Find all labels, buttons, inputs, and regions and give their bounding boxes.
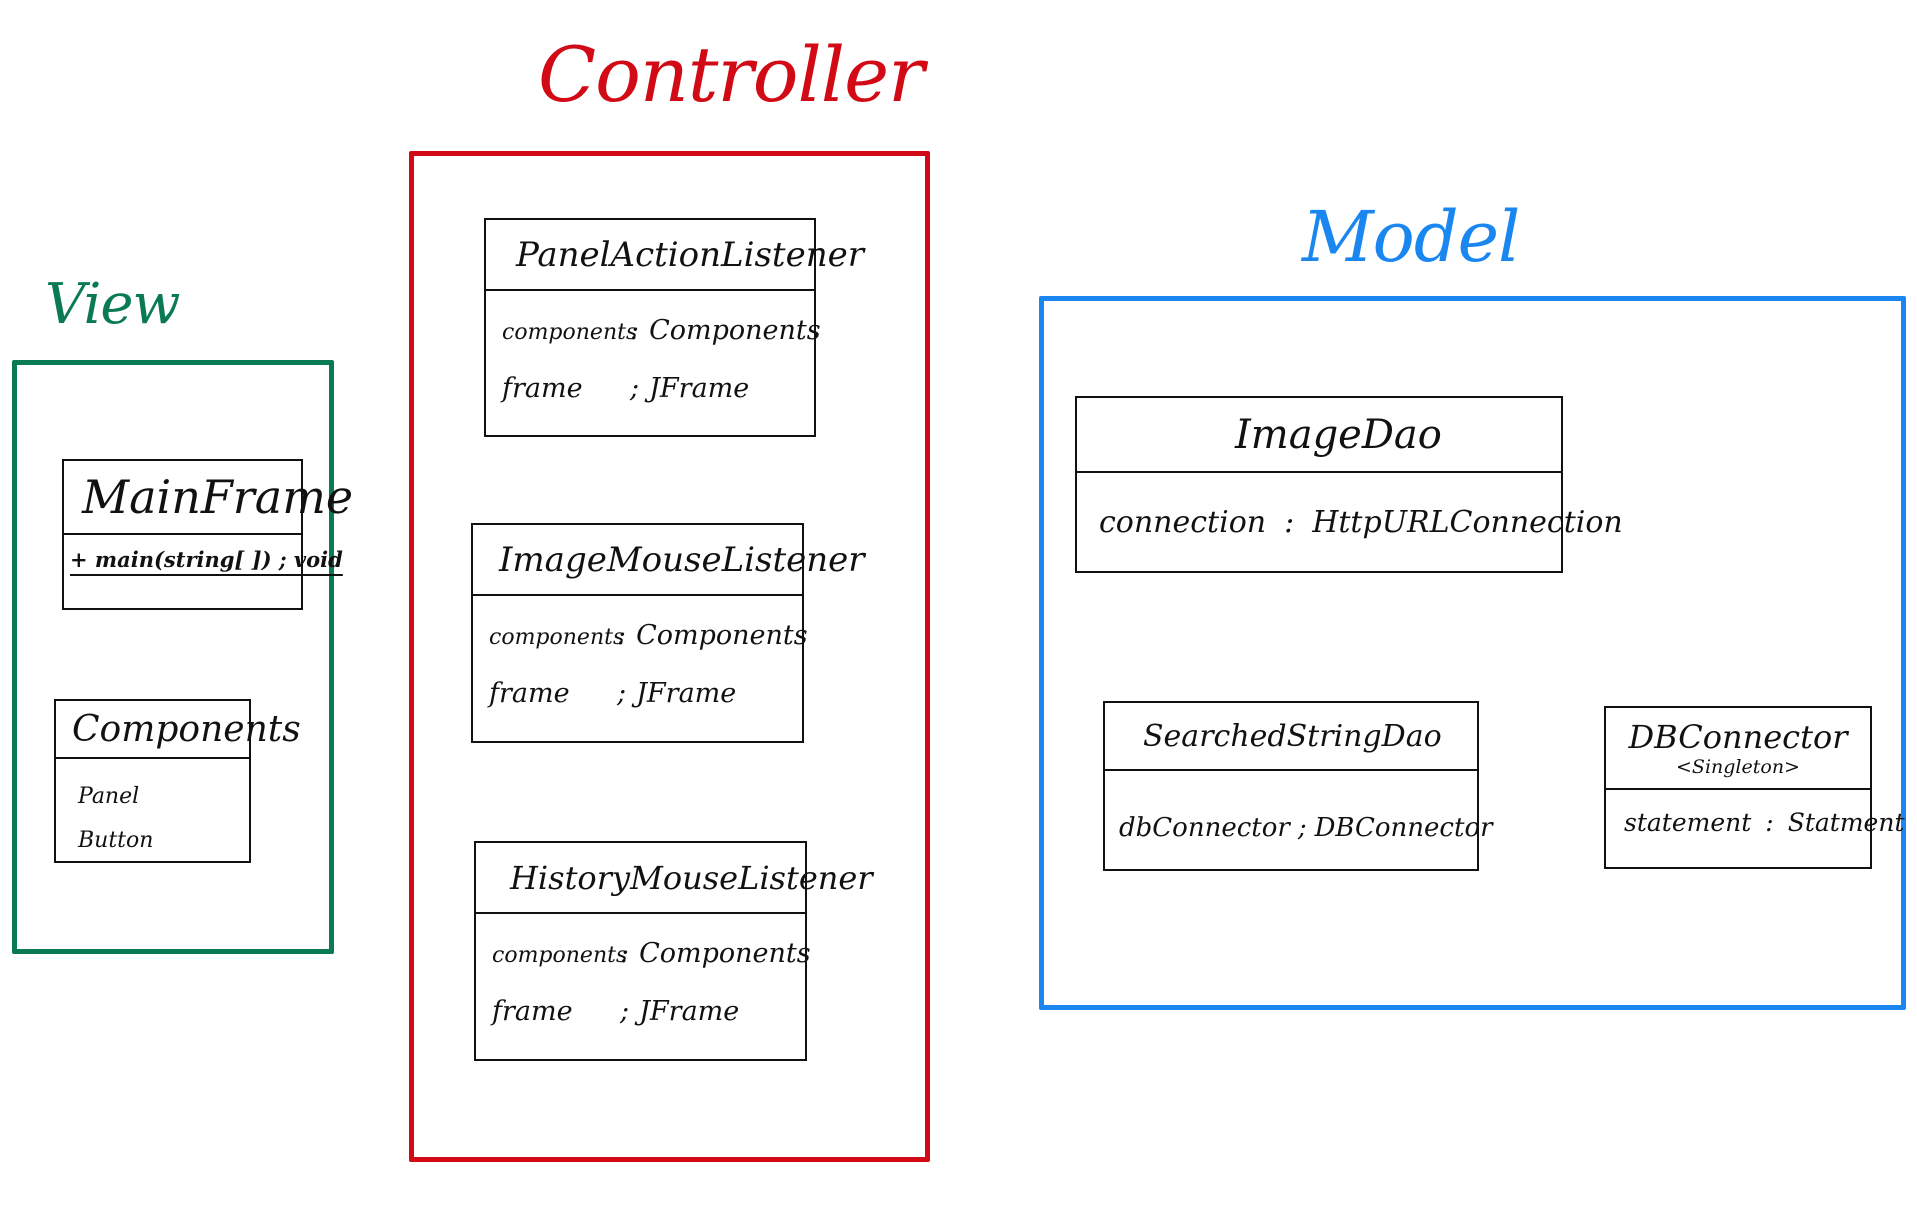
controller-package-title: Controller — [538, 30, 924, 119]
mainframe-class: MainFrame + main(string[ ]) ; void — [62, 459, 353, 610]
attribute-row: components : Components — [492, 926, 811, 984]
attribute-type: DBConnector — [1314, 813, 1493, 843]
attribute-type: Statment — [1787, 808, 1905, 837]
attribute-name: frame — [492, 996, 573, 1027]
attribute-row: statement : Statment — [1624, 808, 1905, 837]
attribute-name: frame — [502, 373, 583, 404]
attribute-separator: : — [620, 938, 630, 969]
attribute-separator: ; — [617, 678, 627, 709]
db-connector-class-name: DBConnector <Singleton> — [1606, 708, 1870, 790]
attribute-type: Components — [639, 938, 811, 969]
components-field-button: Button — [78, 828, 154, 853]
attribute-separator: ; — [620, 996, 630, 1027]
attribute-name: frame — [489, 678, 570, 709]
components-class-name: Components — [56, 701, 301, 759]
mainframe-class-name: MainFrame — [64, 461, 353, 535]
attribute-type: HttpURLConnection — [1312, 505, 1623, 540]
view-package-title: View — [45, 272, 180, 337]
attribute-separator: : — [1765, 808, 1774, 837]
attribute-separator: : — [1284, 505, 1295, 540]
model-package — [1039, 296, 1906, 1010]
attribute-type: JFrame — [636, 678, 737, 709]
attribute-type: Components — [649, 315, 821, 346]
db-connector-name: DBConnector — [1628, 718, 1848, 756]
image-mouse-listener-class: ImageMouseListener components : Componen… — [471, 523, 865, 743]
attribute-row: connection : HttpURLConnection — [1099, 505, 1623, 540]
panel-action-listener-class-name: PanelActionListener — [486, 220, 864, 291]
attribute-row: dbConnector ; DBConnector — [1119, 813, 1493, 843]
view-package — [12, 360, 334, 954]
db-connector-class: DBConnector <Singleton> statement : Stat… — [1604, 706, 1905, 869]
image-mouse-listener-class-name: ImageMouseListener — [473, 525, 865, 596]
attribute-row: frame ; JFrame — [489, 666, 802, 722]
image-dao-class-name: ImageDao — [1077, 398, 1561, 473]
history-mouse-listener-class: HistoryMouseListener components : Compon… — [474, 841, 873, 1061]
main-operation: + main(string[ ]) ; void — [70, 547, 343, 572]
attribute-name: components — [489, 625, 625, 650]
attribute-separator: : — [630, 315, 640, 346]
searched-string-dao-class: SearchedStringDao dbConnector ; DBConnec… — [1103, 701, 1493, 871]
attribute-separator: ; — [630, 373, 640, 404]
attribute-row: frame ; JFrame — [492, 984, 805, 1040]
attribute-type: JFrame — [639, 996, 740, 1027]
attribute-name: statement — [1624, 808, 1752, 837]
attribute-name: connection — [1099, 505, 1267, 540]
attribute-type: Components — [636, 620, 808, 651]
components-field-panel: Panel — [78, 784, 140, 809]
attribute-separator: : — [617, 620, 627, 651]
attribute-separator: ; — [1297, 813, 1307, 843]
attribute-row: frame ; JFrame — [502, 361, 814, 417]
singleton-stereotype: <Singleton> — [1676, 756, 1800, 778]
attribute-name: components — [502, 320, 638, 345]
history-mouse-listener-class-name: HistoryMouseListener — [476, 843, 873, 914]
components-class: Components Panel Button — [54, 699, 301, 863]
searched-string-dao-class-name: SearchedStringDao — [1105, 703, 1477, 771]
attribute-row: components : Components — [502, 303, 821, 361]
attribute-row: components : Components — [489, 608, 808, 666]
attribute-name: dbConnector — [1119, 813, 1290, 843]
controller-package — [409, 151, 930, 1162]
panel-action-listener-class: PanelActionListener components : Compone… — [484, 218, 864, 437]
attribute-type: JFrame — [649, 373, 750, 404]
image-dao-class: ImageDao connection : HttpURLConnection — [1075, 396, 1623, 573]
model-package-title: Model — [1302, 196, 1520, 278]
attribute-name: components — [492, 943, 628, 968]
